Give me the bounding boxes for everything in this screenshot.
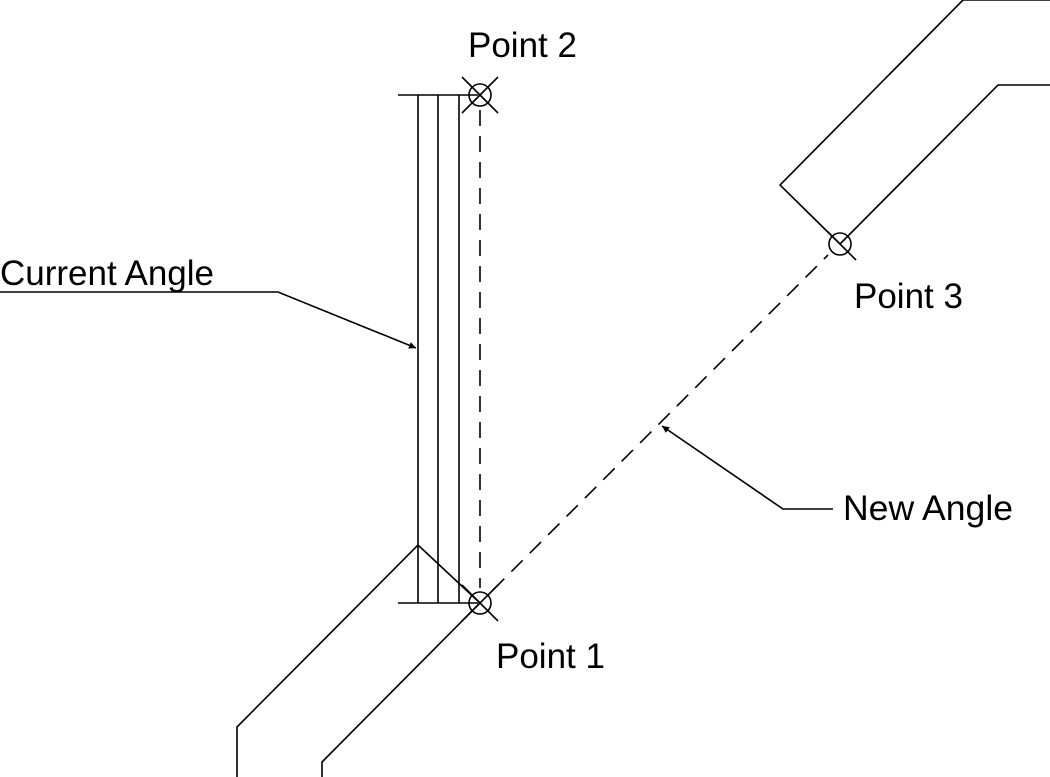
point-2-marker (461, 76, 499, 114)
upper-right-wall (778, 0, 1050, 245)
current-angle-label: Current Angle (0, 254, 214, 293)
lower-left-wall (236, 543, 481, 777)
current-angle-element (398, 94, 478, 604)
point-1-label: Point 1 (496, 637, 605, 676)
point-1-marker (461, 584, 499, 622)
new-angle-leader (661, 425, 833, 510)
point-2-label: Point 2 (468, 26, 577, 65)
current-angle-leader (0, 291, 417, 349)
point-3-label: Point 3 (854, 277, 963, 316)
new-angle-dashed-line (492, 254, 829, 591)
point-3-marker (826, 230, 857, 261)
new-angle-label: New Angle (843, 489, 1013, 528)
